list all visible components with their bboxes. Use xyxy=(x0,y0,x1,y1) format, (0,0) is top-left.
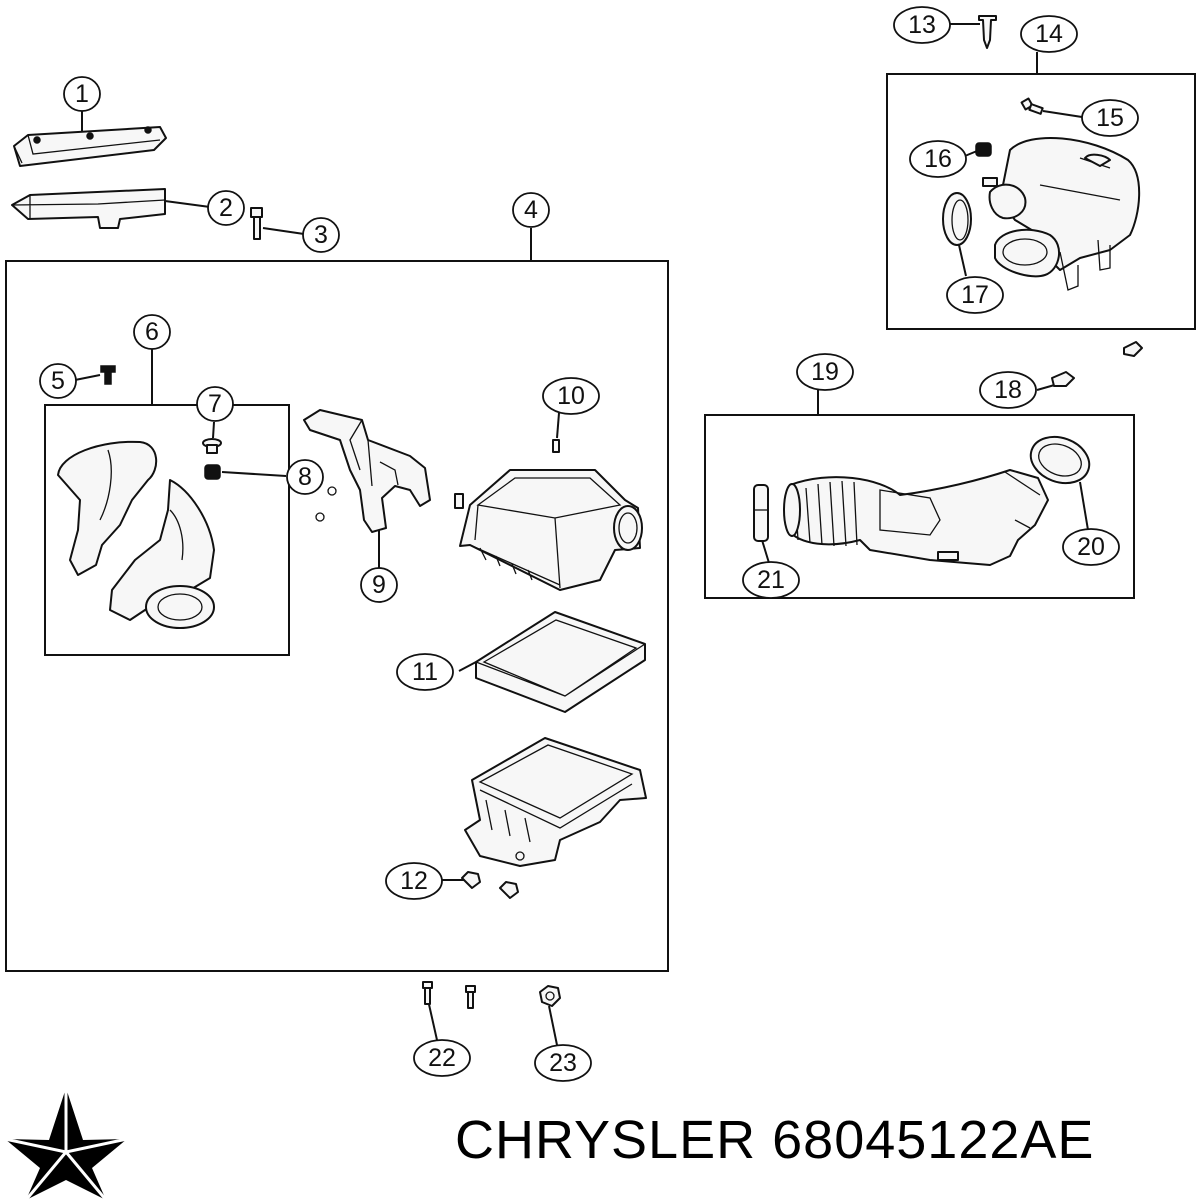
part-8-grommet xyxy=(204,464,221,480)
callout-7: 7 xyxy=(196,386,234,422)
callout-12: 12 xyxy=(385,862,443,900)
callout-20: 20 xyxy=(1062,528,1120,566)
svg-text:13: 13 xyxy=(908,11,936,39)
part-2-shield xyxy=(11,188,166,229)
brand-part-number: CHRYSLER 68045122AE xyxy=(455,1108,1195,1172)
svg-text:14: 14 xyxy=(1035,20,1063,48)
svg-text:23: 23 xyxy=(549,1049,577,1077)
frame-group-4 xyxy=(5,260,669,972)
part-3-bolt xyxy=(250,207,263,240)
callout-4: 4 xyxy=(512,192,550,228)
part-9-bracket xyxy=(303,409,431,533)
svg-text:9: 9 xyxy=(372,571,386,599)
svg-text:16: 16 xyxy=(924,145,952,173)
part-19-intake-hose xyxy=(783,469,1049,566)
svg-text:10: 10 xyxy=(557,382,585,410)
svg-text:7: 7 xyxy=(208,390,222,418)
part-11-filter xyxy=(475,611,646,713)
part-13-push-pin xyxy=(978,15,997,49)
part-7-clip xyxy=(202,438,222,454)
callout-23: 23 xyxy=(534,1044,592,1082)
part-22-bolts xyxy=(422,981,476,1009)
callout-10: 10 xyxy=(542,377,600,415)
part-1-intake-tube xyxy=(13,126,167,167)
svg-text:18: 18 xyxy=(994,376,1022,404)
svg-text:19: 19 xyxy=(811,358,839,386)
svg-text:8: 8 xyxy=(298,463,312,491)
callout-15: 15 xyxy=(1081,99,1139,137)
part-10-airbox-cover xyxy=(454,439,643,591)
svg-text:17: 17 xyxy=(961,281,989,309)
callout-5: 5 xyxy=(39,363,77,399)
callout-18: 18 xyxy=(979,371,1037,409)
callout-6: 6 xyxy=(133,314,171,350)
svg-text:21: 21 xyxy=(757,566,785,594)
callout-8: 8 xyxy=(286,459,324,495)
part-23-nut xyxy=(539,985,561,1007)
svg-text:1: 1 xyxy=(75,80,89,108)
frame-group-6 xyxy=(44,404,290,656)
callout-16: 16 xyxy=(909,140,967,178)
part-5-screw xyxy=(100,365,116,385)
svg-text:6: 6 xyxy=(145,318,159,346)
callout-17: 17 xyxy=(946,276,1004,314)
frame-group-14 xyxy=(886,73,1196,330)
callout-2: 2 xyxy=(207,190,245,226)
part-18-clips xyxy=(1051,341,1143,387)
svg-text:15: 15 xyxy=(1096,104,1124,132)
part-17-seal-ring xyxy=(942,192,972,246)
svg-text:5: 5 xyxy=(51,367,65,395)
callout-19: 19 xyxy=(796,353,854,391)
part-number: 68045122AE xyxy=(772,1110,1095,1170)
callout-1: 1 xyxy=(63,76,101,112)
callout-13: 13 xyxy=(893,6,951,44)
brand-name: CHRYSLER xyxy=(455,1110,757,1170)
part-21-clamp xyxy=(753,484,769,542)
svg-text:22: 22 xyxy=(428,1044,456,1072)
svg-text:2: 2 xyxy=(219,194,233,222)
callout-14: 14 xyxy=(1020,15,1078,53)
callout-11: 11 xyxy=(396,653,454,691)
svg-text:20: 20 xyxy=(1077,533,1105,561)
leader-lines xyxy=(74,23,1089,1046)
part-15-bolt xyxy=(1020,97,1044,115)
callout-21: 21 xyxy=(742,561,800,599)
part-12-lower-airbox xyxy=(461,737,647,899)
svg-text:4: 4 xyxy=(524,196,538,224)
svg-text:3: 3 xyxy=(314,221,328,249)
svg-text:12: 12 xyxy=(400,867,428,895)
chrysler-pentastar-logo xyxy=(4,1088,128,1200)
part-14-intake-housing xyxy=(982,136,1141,291)
svg-text:11: 11 xyxy=(412,658,438,686)
callout-3: 3 xyxy=(302,217,340,253)
part-6-resonator xyxy=(57,440,215,629)
frame-group-19 xyxy=(704,414,1135,599)
callout-22: 22 xyxy=(413,1039,471,1077)
part-20-seal-ring xyxy=(1029,435,1091,485)
part-16-grommet xyxy=(975,142,992,157)
callout-9: 9 xyxy=(360,567,398,603)
